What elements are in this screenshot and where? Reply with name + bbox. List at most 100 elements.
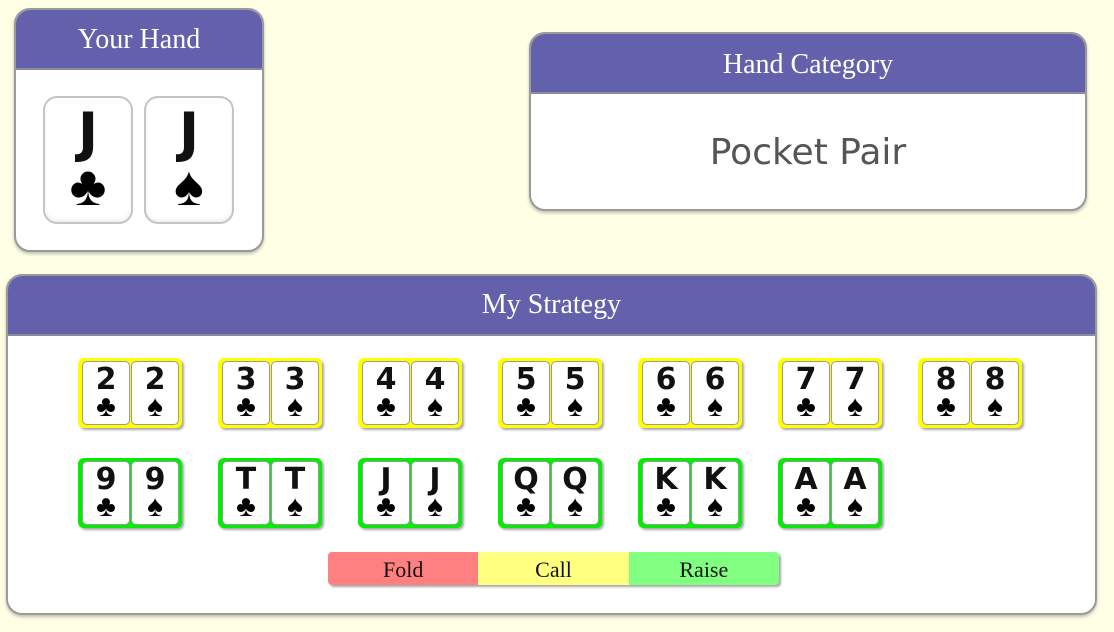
strategy-card: K♣ [642, 461, 690, 525]
strategy-card: 2♣ [82, 361, 130, 425]
club-icon: ♣ [96, 490, 116, 523]
card-rank: J [178, 101, 200, 164]
card-rank: 8 [935, 362, 957, 397]
strategy-hand[interactable]: 9♣9♠ [78, 458, 182, 528]
strategy-title: My Strategy [8, 276, 1095, 336]
hole-card: J ♣ [43, 96, 133, 224]
strategy-card: 8♣ [922, 361, 970, 425]
spade-icon: ♠ [847, 490, 863, 523]
card-rank: T [235, 462, 257, 497]
spade-icon: ♠ [287, 490, 303, 523]
strategy-card: 3♠ [271, 361, 319, 425]
card-rank: 6 [655, 362, 677, 397]
strategy-hand[interactable]: A♣A♠ [778, 458, 882, 528]
club-icon: ♣ [656, 390, 676, 423]
card-rank: 6 [704, 362, 726, 397]
card-rank: J [77, 101, 99, 164]
strategy-card: 5♠ [551, 361, 599, 425]
club-icon: ♣ [376, 390, 396, 423]
strategy-card: 9♣ [82, 461, 130, 525]
spade-icon: ♠ [567, 390, 583, 423]
strategy-card: 7♣ [782, 361, 830, 425]
strategy-hand[interactable]: 7♣7♠ [778, 358, 882, 428]
strategy-card: 5♣ [502, 361, 550, 425]
strategy-card: 3♣ [222, 361, 270, 425]
strategy-hand[interactable]: 5♣5♠ [498, 358, 602, 428]
strategy-card: K♠ [691, 461, 739, 525]
strategy-hand[interactable]: 2♣2♠ [78, 358, 182, 428]
card-rank: 4 [424, 362, 446, 397]
strategy-card: 8♠ [971, 361, 1019, 425]
card-rank: 4 [375, 362, 397, 397]
strategy-hand[interactable]: J♣J♠ [358, 458, 462, 528]
card-rank: 8 [984, 362, 1006, 397]
club-icon: ♣ [236, 390, 256, 423]
card-rank: J [380, 462, 392, 497]
strategy-panel: My Strategy 2♣2♠3♣3♠4♣4♠5♣5♠6♣6♠7♣7♠8♣8♠… [6, 274, 1097, 615]
card-rank: 7 [795, 362, 817, 397]
your-hand-title: Your Hand [16, 10, 262, 70]
strategy-card: J♣ [362, 461, 410, 525]
strategy-card: A♠ [831, 461, 879, 525]
strategy-hand[interactable]: 3♣3♠ [218, 358, 322, 428]
hand-category-title: Hand Category [531, 34, 1085, 94]
strategy-card: 4♠ [411, 361, 459, 425]
strategy-card: T♠ [271, 461, 319, 525]
strategy-hand[interactable]: 6♣6♠ [638, 358, 742, 428]
spade-icon: ♠ [847, 390, 863, 423]
card-rank: K [703, 462, 727, 497]
strategy-hand[interactable]: K♣K♠ [638, 458, 742, 528]
card-rank: 9 [144, 462, 166, 497]
card-rank: T [284, 462, 306, 497]
legend-raise: Raise [628, 552, 779, 585]
club-icon: ♣ [69, 154, 107, 217]
card-rank: Q [562, 462, 588, 497]
hand-category-value: Pocket Pair [709, 132, 907, 173]
strategy-hand[interactable]: 8♣8♠ [918, 358, 1022, 428]
spade-icon: ♠ [427, 390, 443, 423]
club-icon: ♣ [236, 490, 256, 523]
card-rank: 9 [95, 462, 117, 497]
strategy-card: Q♠ [551, 461, 599, 525]
club-icon: ♣ [516, 490, 536, 523]
spade-icon: ♠ [707, 490, 723, 523]
club-icon: ♣ [796, 390, 816, 423]
hole-card: J ♠ [144, 96, 234, 224]
card-rank: 2 [95, 362, 117, 397]
strategy-hand[interactable]: 4♣4♠ [358, 358, 462, 428]
club-icon: ♣ [376, 490, 396, 523]
strategy-card: 2♠ [131, 361, 179, 425]
strategy-card: 9♠ [131, 461, 179, 525]
legend-fold: Fold [328, 552, 479, 585]
spade-icon: ♠ [147, 390, 163, 423]
hand-category-panel: Hand Category Pocket Pair [529, 32, 1087, 211]
strategy-card: J♠ [411, 461, 459, 525]
spade-icon: ♠ [174, 154, 204, 217]
strategy-card: Q♣ [502, 461, 550, 525]
legend-call: Call [478, 552, 629, 585]
strategy-card: 7♠ [831, 361, 879, 425]
card-rank: 2 [144, 362, 166, 397]
spade-icon: ♠ [147, 490, 163, 523]
spade-icon: ♠ [567, 490, 583, 523]
club-icon: ♣ [796, 490, 816, 523]
card-rank: A [843, 462, 867, 497]
strategy-hand[interactable]: Q♣Q♠ [498, 458, 602, 528]
card-rank: 5 [564, 362, 586, 397]
strategy-hand[interactable]: T♣T♠ [218, 458, 322, 528]
card-rank: 3 [284, 362, 306, 397]
club-icon: ♣ [516, 390, 536, 423]
action-legend: Fold Call Raise [328, 552, 779, 585]
spade-icon: ♠ [427, 490, 443, 523]
card-rank: J [429, 462, 441, 497]
card-rank: 5 [515, 362, 537, 397]
strategy-card: A♣ [782, 461, 830, 525]
club-icon: ♣ [96, 390, 116, 423]
spade-icon: ♠ [707, 390, 723, 423]
club-icon: ♣ [936, 390, 956, 423]
club-icon: ♣ [656, 490, 676, 523]
card-rank: 7 [844, 362, 866, 397]
card-rank: Q [513, 462, 539, 497]
spade-icon: ♠ [987, 390, 1003, 423]
strategy-card: T♣ [222, 461, 270, 525]
